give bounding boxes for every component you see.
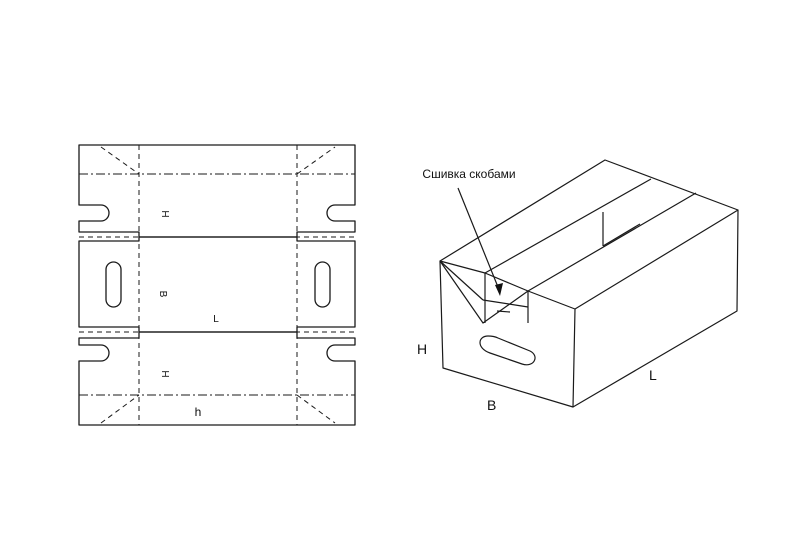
- callout-text: Сшивка скобами: [422, 167, 515, 181]
- corner-fold-bl: [100, 394, 140, 424]
- box-side-face: [572, 209, 739, 408]
- flat-label-b: B: [157, 291, 168, 298]
- flat-label-h-small: h: [195, 405, 202, 419]
- top-line-1: [484, 178, 652, 274]
- flat-label-h-bottom: H: [159, 370, 170, 377]
- callout-leader: [457, 187, 501, 293]
- flat-label-h-top: H: [159, 210, 170, 217]
- top-line-2: [527, 192, 697, 292]
- callout-arrowhead: [495, 283, 503, 296]
- front-flap-fold-1: [439, 260, 484, 301]
- front-flap-inner: [439, 260, 529, 324]
- box-top-outline: [439, 159, 739, 262]
- corner-fold-tr: [296, 146, 336, 175]
- corner-fold-br: [296, 394, 336, 424]
- corner-fold-tl: [100, 146, 140, 175]
- flat-blank-layout: H B L H h: [78, 144, 356, 426]
- handle-hole-left: [105, 261, 122, 308]
- front-flap-fold-2: [482, 299, 529, 308]
- bottom-section-outline: [78, 331, 356, 426]
- flat-label-l: L: [213, 314, 219, 325]
- box-label-l: L: [649, 367, 657, 383]
- staple-mark: [496, 310, 511, 313]
- box-label-h: H: [417, 341, 427, 357]
- handle-hole-right: [314, 261, 331, 308]
- gap-wall-mid: [602, 223, 641, 247]
- front-handle-hole: [479, 335, 536, 366]
- box-label-b: B: [487, 397, 496, 413]
- top-section-outline: [78, 144, 356, 238]
- box-3d-drawing: Сшивка скобами H B L: [417, 159, 739, 413]
- box-front-face: [439, 260, 576, 408]
